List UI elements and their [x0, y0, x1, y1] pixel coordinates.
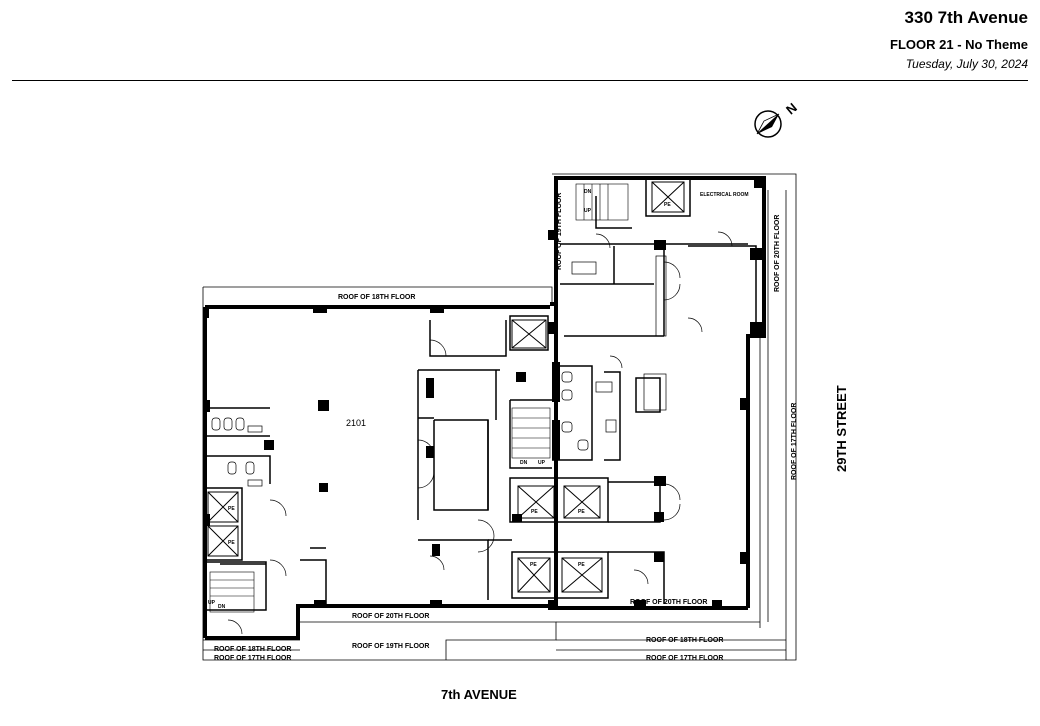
- report-date: Tuesday, July 30, 2024: [905, 57, 1028, 71]
- stair-up-west-label: UP: [208, 600, 216, 606]
- roof-20th-south-label: ROOF OF 20TH FLOOR: [352, 613, 429, 620]
- roof-17th-south-label: ROOF OF 17TH FLOOR: [646, 655, 723, 662]
- elevator-pe-5-label: PE: [664, 202, 671, 208]
- electrical-room-label: ELECTRICAL ROOM: [700, 192, 749, 198]
- stair-up-core-label: UP: [538, 460, 546, 466]
- stair-dn-core-label: DN: [520, 460, 528, 466]
- street-7th-avenue-label: 7th AVENUE: [441, 687, 517, 702]
- stair-dn-north-label: DN: [584, 189, 592, 195]
- stair-dn-west-label: DN: [218, 604, 226, 610]
- door-swings: [227, 231, 733, 635]
- roof-20th-east-label: ROOF OF 20TH FLOOR: [774, 215, 781, 292]
- roof-18th-south-label: ROOF OF 18TH FLOOR: [646, 637, 723, 644]
- elevator-pe-3-label: PE: [530, 562, 537, 568]
- header-divider: [12, 80, 1028, 81]
- room-2101-label: 2101: [346, 418, 366, 428]
- interior-walls: [205, 178, 757, 611]
- elevator-pe-1-label: PE: [531, 509, 538, 515]
- elevator-pe-7-label: PE: [228, 540, 235, 546]
- structural-columns: [203, 178, 764, 610]
- exterior-walls: [203, 176, 766, 640]
- floor-theme-label: FLOOR 21 - No Theme: [890, 37, 1028, 52]
- roof-outlines: [202, 173, 797, 661]
- roof-19th-south-label: ROOF OF 19TH FLOOR: [352, 643, 429, 650]
- elevator-shafts: [207, 181, 685, 593]
- roof-18th-southwest-label: ROOF OF 18TH FLOOR: [214, 646, 291, 653]
- roof-20th-southeast-label: ROOF OF 20TH FLOOR: [630, 599, 707, 606]
- north-label: N: [783, 100, 800, 118]
- restroom-fixtures: [211, 255, 667, 487]
- roof-19th-west-label: ROOF OF 19TH FLOOR: [556, 193, 563, 270]
- roof-18th-north-label: ROOF OF 18TH FLOOR: [338, 294, 415, 301]
- building-address: 330 7th Avenue: [904, 8, 1028, 27]
- roof-17th-east-label: ROOF OF 17TH FLOOR: [791, 403, 798, 480]
- stairs: [209, 183, 629, 613]
- elevator-pe-6-label: PE: [228, 506, 235, 512]
- roof-17th-southwest-label: ROOF OF 17TH FLOOR: [214, 655, 291, 662]
- elevator-pe-2-label: PE: [578, 509, 585, 515]
- stair-up-north-label: UP: [584, 208, 592, 214]
- north-arrow-icon: N: [754, 100, 800, 138]
- street-29th-label: 29TH STREET: [834, 385, 849, 472]
- elevator-pe-4-label: PE: [578, 562, 585, 568]
